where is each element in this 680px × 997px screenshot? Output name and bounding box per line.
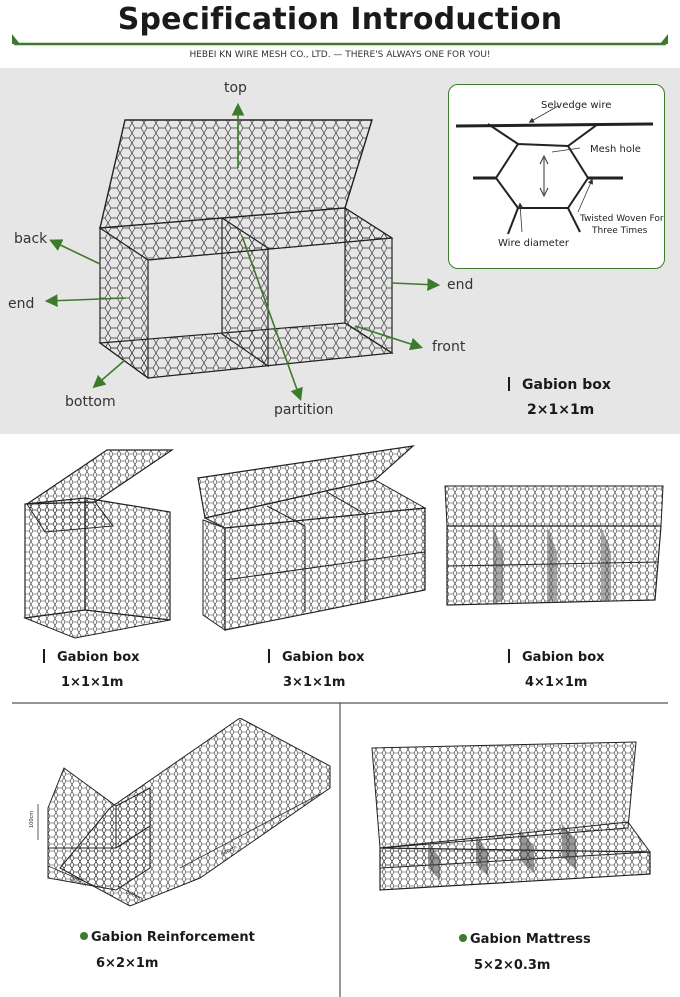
inset-mesh-hole: Mesh hole — [590, 144, 641, 155]
product-2-size: 3×1×1m — [283, 675, 346, 690]
product-4-name: Gabion Reinforcement — [80, 930, 255, 945]
gabion-mattress-drawing — [371, 741, 651, 891]
company-tagline: HEBEI KN WIRE MESH CO., LTD. — THERE'S A… — [189, 50, 491, 60]
hero-caption-size: 2×1×1m — [527, 402, 595, 418]
product-5-name: Gabion Mattress — [459, 932, 591, 947]
caption-bar — [508, 377, 510, 391]
label-end-left: end — [8, 296, 35, 312]
row2-dividers — [12, 702, 668, 997]
product-2-name: Gabion box — [268, 649, 365, 665]
gabion-4x1x1-drawing — [444, 485, 664, 606]
products-row2-drawings: 100cm 200cm 100cm 600cm — [29, 718, 651, 907]
product-3-name: Gabion box — [508, 649, 605, 665]
inset-twisted-1: Twisted Woven For — [580, 214, 664, 224]
inset-twisted-2: Three Times — [592, 226, 648, 236]
mesh-detail-drawing — [455, 105, 654, 235]
gabion-3x1x1-drawing — [197, 445, 427, 631]
gabion-reinforcement-drawing: 100cm 200cm 100cm 600cm — [29, 718, 331, 907]
title-rule — [12, 34, 668, 46]
product-1-name: Gabion box — [43, 649, 140, 665]
gabion-1x1x1-drawing — [23, 449, 174, 639]
label-top: top — [224, 80, 247, 96]
label-partition: partition — [274, 402, 334, 418]
label-end-right: end — [447, 277, 474, 293]
product-5-size: 5×2×0.3m — [474, 958, 551, 973]
product-1-size: 1×1×1m — [61, 675, 124, 690]
label-front: front — [432, 339, 466, 355]
hero-caption-name: Gabion box — [508, 377, 611, 393]
products-row1-drawings — [23, 445, 664, 639]
inset-wire-diameter: Wire diameter — [498, 238, 570, 249]
dim-height: 100cm — [29, 811, 35, 828]
page-title: Specification Introduction — [117, 2, 563, 37]
label-back: back — [14, 231, 48, 247]
product-4-size: 6×2×1m — [96, 956, 159, 971]
label-bottom: bottom — [65, 394, 116, 410]
product-3-size: 4×1×1m — [525, 675, 588, 690]
inset-selvedge-wire: Selvedge wire — [541, 100, 612, 111]
gabion-diagram-2x1x1 — [44, 102, 441, 402]
